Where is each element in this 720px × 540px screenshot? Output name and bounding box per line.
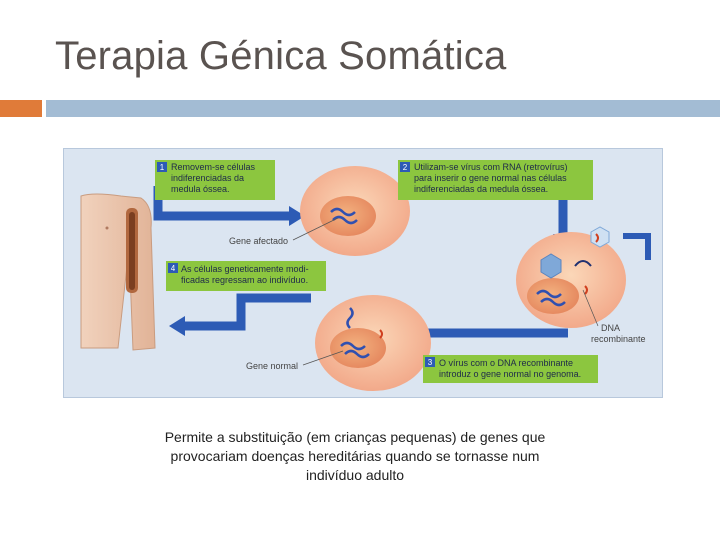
step-1-line-2: indiferenciadas da xyxy=(171,173,244,183)
step-2-line-3: indiferenciadas da medula óssea. xyxy=(414,184,548,194)
step-4-line-2: ficadas regressam ao indivíduo. xyxy=(181,275,308,285)
label-dna: DNA xyxy=(601,323,620,333)
accent-bar-orange xyxy=(0,100,42,117)
gene-therapy-diagram: 1 Removem-se células indiferenciadas da … xyxy=(63,148,663,398)
step-2-box: 2 Utilizam-se vírus com RNA (retrovírus)… xyxy=(398,160,593,200)
step-2-line-1: Utilizam-se vírus com RNA (retrovírus) xyxy=(414,162,568,172)
human-arm-illustration xyxy=(81,194,155,350)
step-4-box: 4 As células geneticamente modi- ficadas… xyxy=(166,261,326,291)
step-3-line-1: O vírus com o DNA recombinante xyxy=(439,358,573,368)
cell-gene-normal xyxy=(315,295,431,391)
caption-line-2: provocariam doenças hereditárias quando … xyxy=(120,447,590,466)
step-1-number: 1 xyxy=(160,163,165,172)
accent-bar-blue xyxy=(46,100,720,117)
label-gene-normal: Gene normal xyxy=(246,361,298,371)
step-4-number: 4 xyxy=(171,264,176,273)
step-4-line-1: As células geneticamente modi- xyxy=(181,264,309,274)
caption-line-3: indivíduo adulto xyxy=(120,466,590,485)
label-gene-afectado: Gene afectado xyxy=(229,236,288,246)
step-3-line-2: introduz o gene normal no genoma. xyxy=(439,369,581,379)
step-1-line-3: medula óssea. xyxy=(171,184,230,194)
step-3-box: 3 O vírus com o DNA recombinante introdu… xyxy=(423,355,598,383)
slide-caption: Permite a substituição (em crianças pequ… xyxy=(120,428,590,485)
step-3-number: 3 xyxy=(428,358,433,367)
step-2-line-2: para inserir o gene normal nas células xyxy=(414,173,567,183)
caption-line-1: Permite a substituição (em crianças pequ… xyxy=(120,428,590,447)
slide-title: Terapia Génica Somática xyxy=(55,34,507,79)
label-recombinante: recombinante xyxy=(591,334,646,344)
step-1-box: 1 Removem-se células indiferenciadas da … xyxy=(155,160,275,200)
step-2-number: 2 xyxy=(403,163,408,172)
step-1-line-1: Removem-se células xyxy=(171,162,256,172)
cell-gene-affected xyxy=(300,166,410,256)
